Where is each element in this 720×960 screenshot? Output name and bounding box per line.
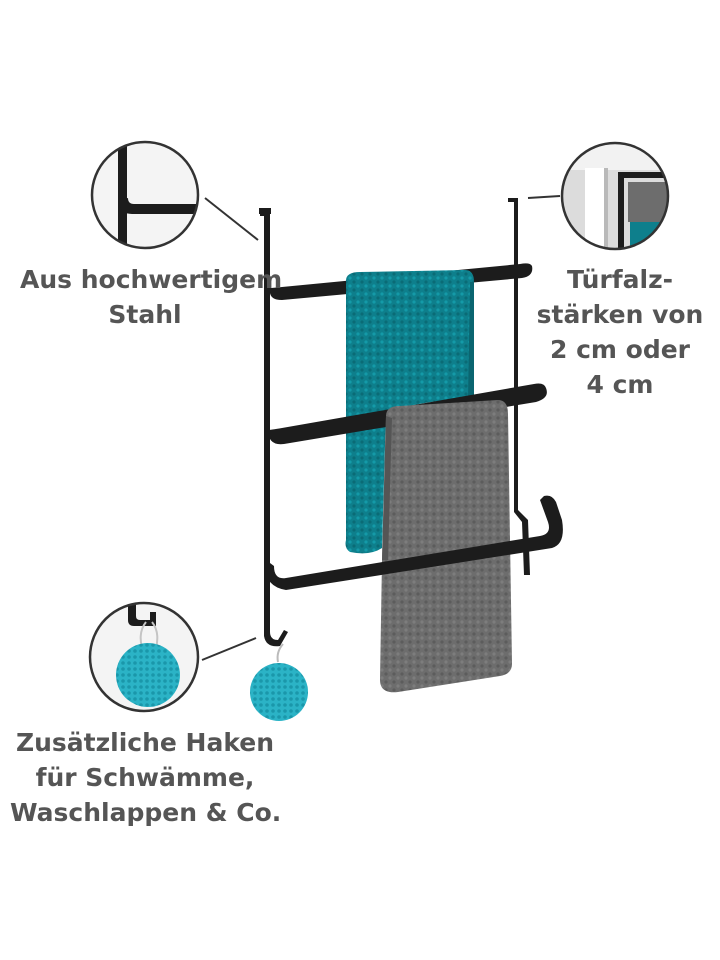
- rack-corner-zoom-icon: [90, 140, 200, 250]
- hook-leader-line: [201, 637, 257, 661]
- hook-sponge-zoom-icon: [88, 601, 200, 713]
- sponge-ball: [250, 663, 308, 721]
- towel-rack: [259, 198, 563, 693]
- callout-hooks-line-3: Waschlappen & Co.: [10, 798, 282, 827]
- door-leader-line: [527, 195, 561, 199]
- callout-hooks-text: Zusätzliche Haken für Schwämme, Waschlap…: [10, 725, 282, 830]
- towel-gray: [380, 400, 512, 693]
- rack-right-back-rail: [508, 198, 530, 575]
- callout-door-line-3: 2 cm oder: [549, 335, 691, 364]
- callout-hooks-line-1: Zusätzliche Haken: [15, 728, 275, 757]
- rack-bar-bottom: [265, 495, 563, 590]
- callout-door-line-2: stärken von: [536, 300, 704, 329]
- rack-left-front-rail: [260, 210, 288, 647]
- callout-door-line-1: Türfalz-: [566, 265, 674, 294]
- callout-hooks-line-2: für Schwämme,: [35, 763, 255, 792]
- sponge-on-hook: [250, 643, 308, 721]
- callout-steel-text: Aus hochwertigem Stahl: [20, 262, 283, 332]
- callout-steel-line-2: Stahl: [108, 300, 182, 329]
- callout-door-text: Türfalz- stärken von 2 cm oder 4 cm: [530, 262, 710, 402]
- door-frame-zoom-icon: [560, 141, 670, 251]
- towel-teal: [345, 270, 474, 554]
- callout-door-line-4: 4 cm: [586, 370, 654, 399]
- callout-steel-line-1: Aus hochwertigem: [20, 265, 283, 294]
- steel-leader-line: [204, 197, 259, 241]
